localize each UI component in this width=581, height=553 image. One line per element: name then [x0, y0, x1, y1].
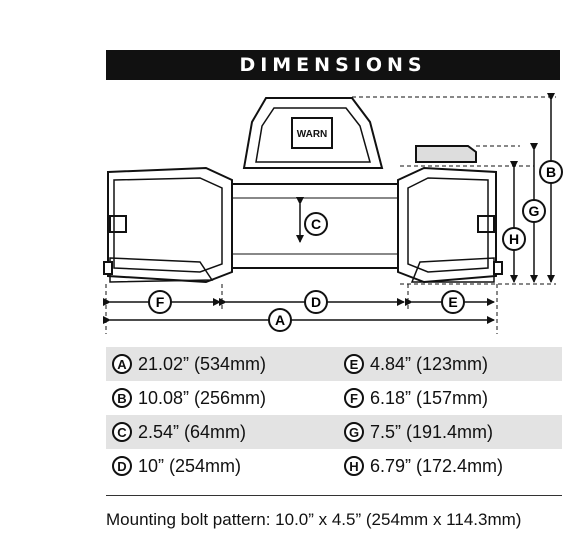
left-foot	[103, 261, 113, 275]
svg-text:G: G	[529, 203, 540, 219]
svg-text:E: E	[448, 294, 457, 310]
label-b: B	[539, 160, 563, 184]
mounting-bolt-footnote: Mounting bolt pattern: 10.0” x 4.5” (254…	[106, 510, 522, 529]
svg-text:C: C	[311, 216, 321, 232]
label-d: D	[304, 290, 328, 314]
right-foot	[493, 261, 503, 275]
label-g: G	[522, 199, 546, 223]
right-housing	[397, 166, 497, 284]
svg-text:H: H	[509, 231, 519, 247]
label-c: C	[304, 212, 328, 236]
remote-plug	[415, 145, 477, 163]
label-e: E	[441, 290, 465, 314]
svg-text:F: F	[156, 294, 165, 310]
label-f: F	[148, 290, 172, 314]
left-cap	[109, 215, 127, 233]
svg-text:A: A	[275, 312, 285, 328]
svg-text:B: B	[546, 164, 556, 180]
dimension-labels: B G H C F D E A	[148, 160, 563, 332]
left-housing	[107, 166, 233, 284]
label-a: A	[268, 308, 292, 332]
divider	[106, 495, 562, 496]
winch-outline	[103, 97, 503, 284]
label-h: H	[502, 227, 526, 251]
right-cap	[477, 215, 495, 233]
svg-text:D: D	[311, 294, 321, 310]
banner-title: DIMENSIONS	[239, 54, 427, 76]
dimensions-banner: DIMENSIONS	[106, 50, 560, 80]
warn-logo: WARN	[297, 129, 328, 140]
